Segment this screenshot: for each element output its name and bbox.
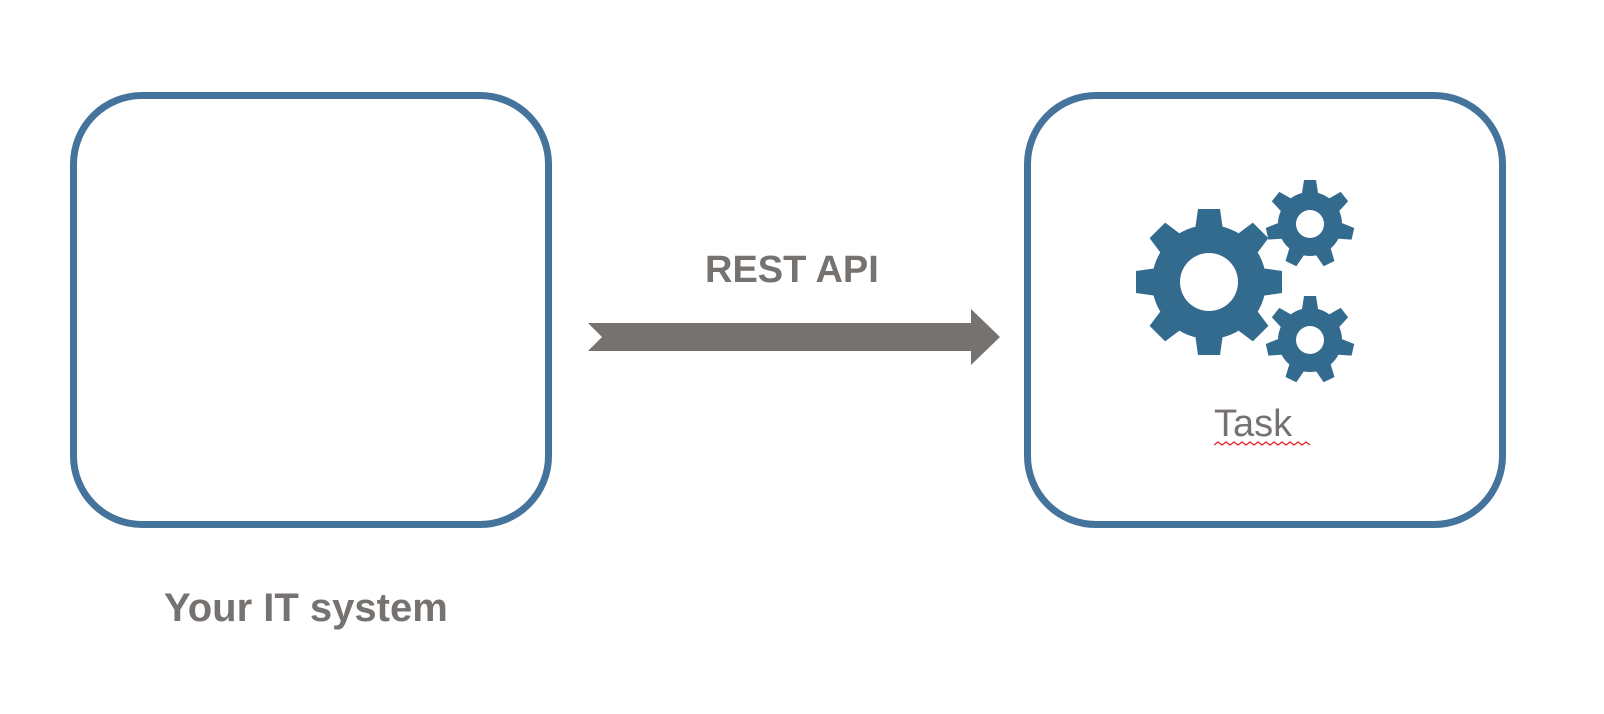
gear-tooth: [1326, 191, 1349, 214]
gear-tooth: [1235, 308, 1269, 342]
gear-tooth: [1314, 361, 1335, 383]
gear-tooth: [1265, 337, 1285, 356]
rest-api-label: REST API: [705, 249, 879, 291]
gear-tooth: [1261, 268, 1282, 296]
gear-tooth: [1195, 209, 1223, 230]
gear-small-bottom-icon: [1265, 296, 1355, 383]
gear-tooth: [1271, 191, 1294, 214]
gear-tooth: [1314, 245, 1335, 267]
it-system-box: [70, 92, 552, 528]
gear-tooth: [1271, 307, 1294, 330]
it-system-label: Your IT system: [164, 586, 448, 630]
arrow-right-icon: [588, 309, 1000, 365]
gears-icon: [1136, 180, 1355, 383]
gear-tooth: [1149, 308, 1183, 342]
gear-tooth: [1285, 361, 1306, 383]
gear-tooth: [1149, 222, 1183, 256]
gear-small-top-icon: [1265, 180, 1355, 267]
gear-tooth: [1301, 180, 1319, 196]
gear-tooth: [1285, 245, 1306, 267]
gear-large-icon: [1136, 209, 1282, 355]
gear-tooth: [1335, 337, 1355, 356]
gear-tooth: [1265, 221, 1285, 240]
gear-tooth: [1326, 307, 1349, 330]
task-box: [1024, 92, 1506, 528]
gear-tooth: [1235, 222, 1269, 256]
spellcheck-underline: [1214, 441, 1310, 446]
task-label: Task: [1214, 403, 1293, 445]
gear-tooth: [1136, 268, 1157, 296]
gear-tooth: [1301, 296, 1319, 312]
gear-tooth: [1335, 221, 1355, 240]
gear-tooth: [1195, 334, 1223, 355]
arrow-shape: [588, 309, 1000, 365]
